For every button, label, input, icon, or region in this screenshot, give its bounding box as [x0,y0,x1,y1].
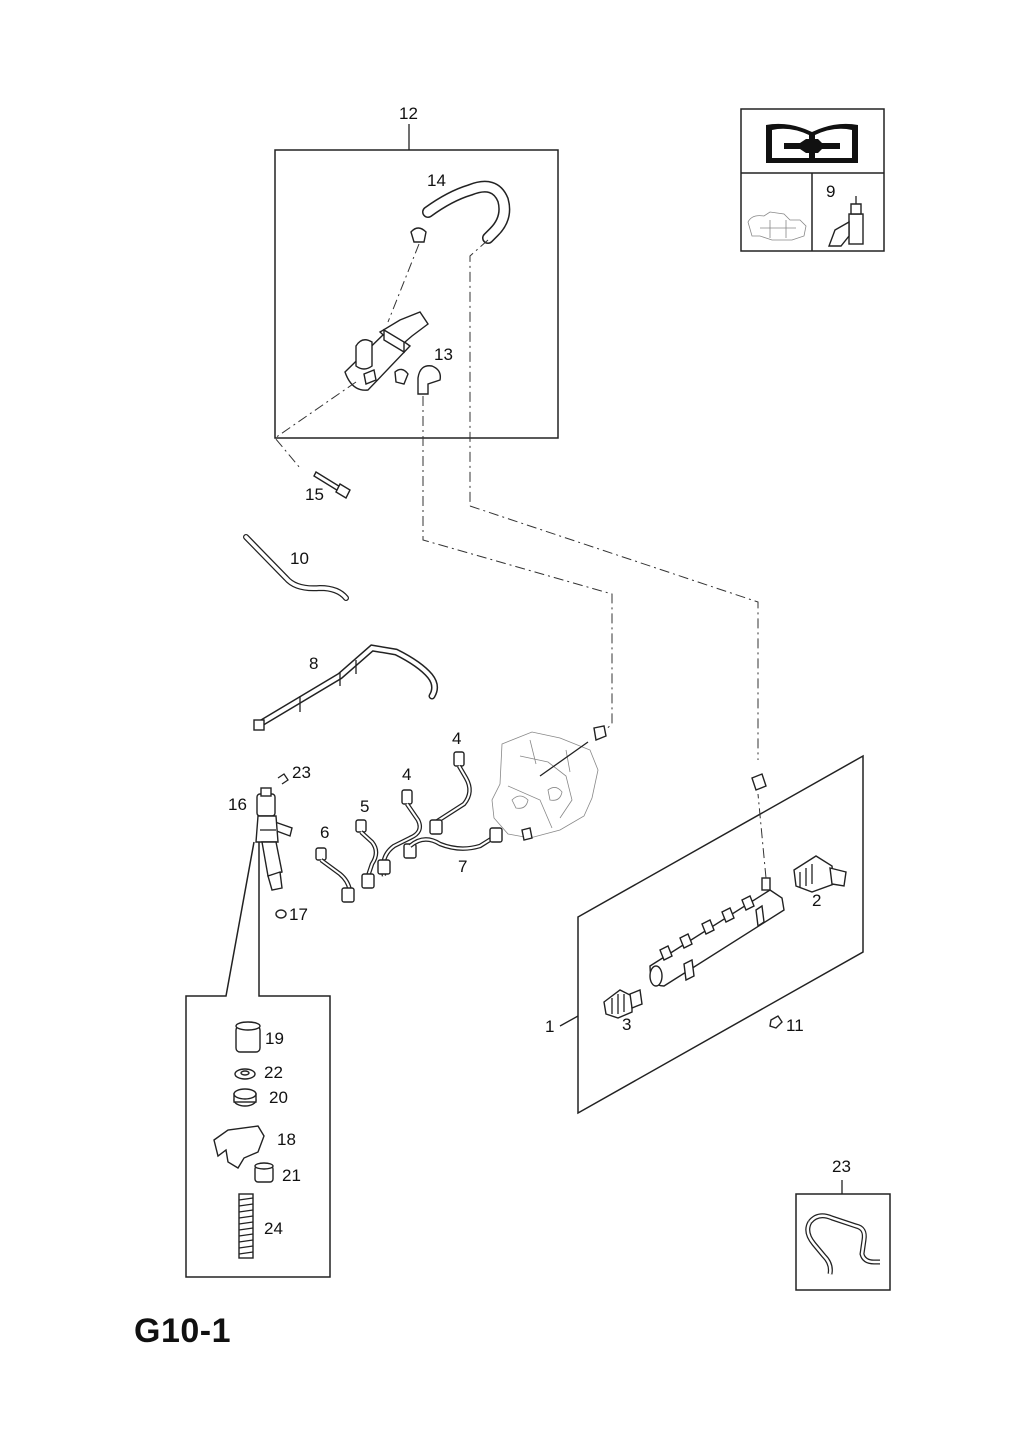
leak-off-line-8: 8 [253,644,439,731]
high-pressure-pump-outline [491,725,767,841]
callout-9: 9 [826,182,835,201]
callout-18: 18 [277,1130,296,1149]
nut-11 [769,1015,783,1029]
stud-24 [238,1193,254,1259]
callout-4b: 4 [402,765,411,784]
callout-23b: 23 [832,1157,851,1176]
callout-19: 19 [265,1029,284,1048]
callout-12: 12 [399,104,418,123]
injector-16: 23 16 17 [228,763,311,924]
callout-7: 7 [458,857,467,876]
injector-hardware-box: 19 22 20 18 21 24 [185,841,331,1278]
callout-24: 24 [264,1219,283,1238]
callout-1: 1 [545,1017,554,1036]
pressure-regulator-2 [793,855,847,893]
callout-20: 20 [269,1088,288,1107]
callout-23a: 23 [292,763,311,782]
callout-21: 21 [282,1166,301,1185]
elbow-13 [417,365,442,395]
callout-22: 22 [264,1063,283,1082]
callout-14: 14 [427,171,446,190]
pipe-10: 10 [243,534,349,601]
page-code: G10-1 [134,1312,231,1350]
assembly-box-12: 12 14 13 [274,104,759,760]
sensor-3 [603,989,643,1019]
fuel-rail-box: 1 2 3 11 [545,754,864,1115]
callout-16: 16 [228,795,247,814]
injection-pipe-4b: 4 [377,765,422,877]
callout-3: 3 [622,1015,631,1034]
engine-outline-icon [747,211,807,241]
sensor-part-icon [827,196,864,247]
callout-15: 15 [305,485,324,504]
injection-pipe-5: 5 [355,797,379,889]
callout-4a: 4 [452,729,461,748]
callout-5: 5 [360,797,369,816]
fuel-rail [649,793,785,987]
clip-box-23: 23 [795,1157,891,1291]
callout-8: 8 [309,654,318,673]
clip-part [410,227,427,243]
callout-10: 10 [290,549,309,568]
callout-17: 17 [289,905,308,924]
callout-13: 13 [434,345,453,364]
callout-11: 11 [786,1016,804,1035]
callout-2: 2 [812,891,821,910]
injection-pipe-6: 6 [315,823,355,903]
fuel-filter-assembly [344,311,429,391]
bolt-15: 15 [305,471,351,504]
injection-pipe-7: 7 [403,827,503,876]
injection-pipe-4a: 4 [429,729,472,835]
callout-6: 6 [320,823,329,842]
reference-box: 9 [740,108,885,252]
repair-manual-icon [766,123,858,163]
